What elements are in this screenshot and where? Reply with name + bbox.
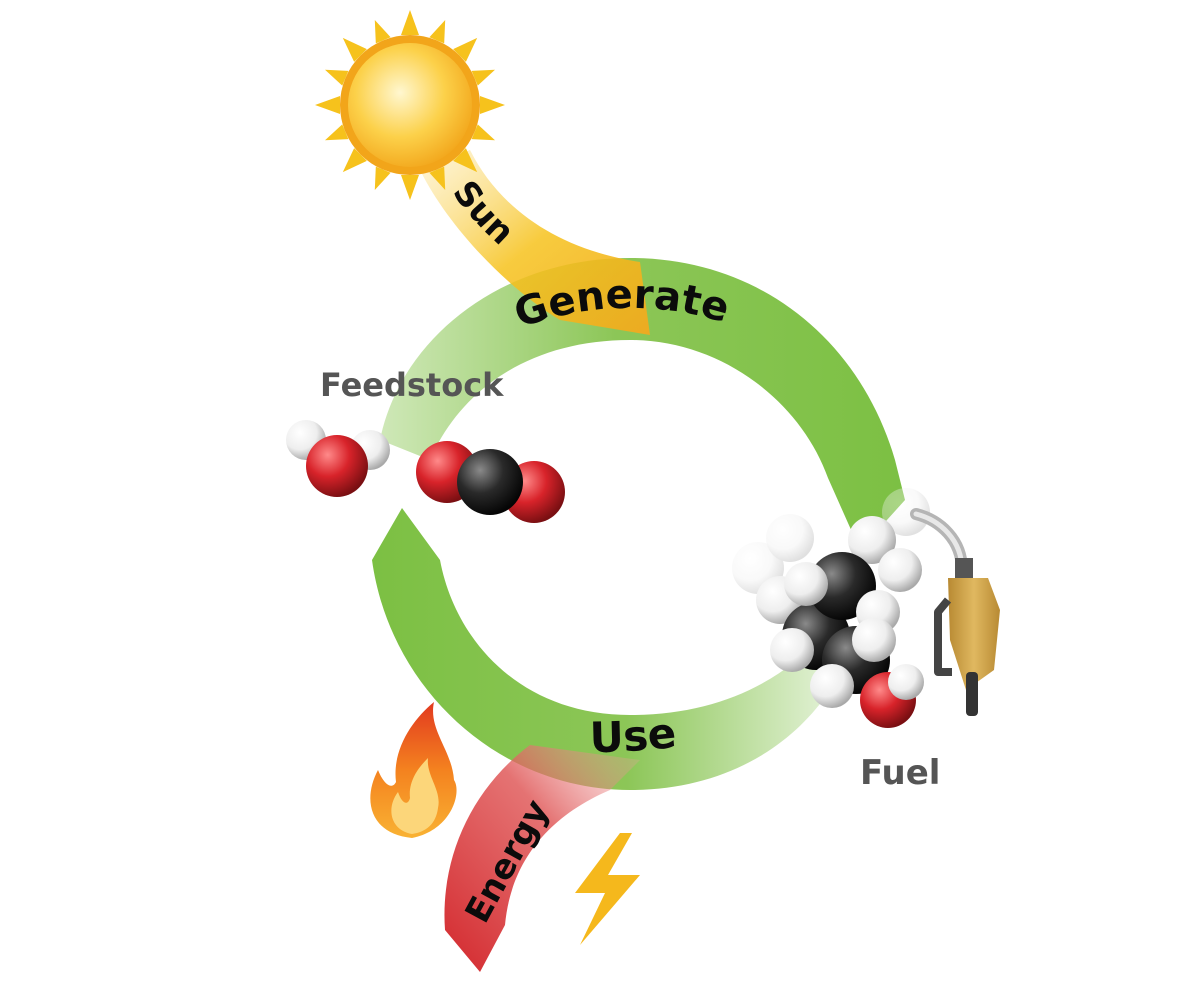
lightning-bolt-icon [575, 833, 640, 945]
fuel-label: Fuel [860, 753, 940, 793]
energy-beam [444, 745, 640, 972]
sun-icon [315, 10, 505, 200]
use-label: Use [589, 708, 678, 762]
sun-beam [420, 150, 650, 335]
fuel-nozzle-icon [910, 508, 1000, 716]
generate-arc [380, 258, 905, 550]
cycle-ring [372, 258, 905, 790]
alcohol-molecule-icon [732, 488, 930, 728]
use-arc [372, 508, 835, 790]
feedstock-label: Feedstock [320, 366, 504, 404]
co2-molecule-icon [416, 441, 565, 523]
water-molecule-icon [286, 420, 390, 497]
flame-icon [370, 702, 457, 838]
